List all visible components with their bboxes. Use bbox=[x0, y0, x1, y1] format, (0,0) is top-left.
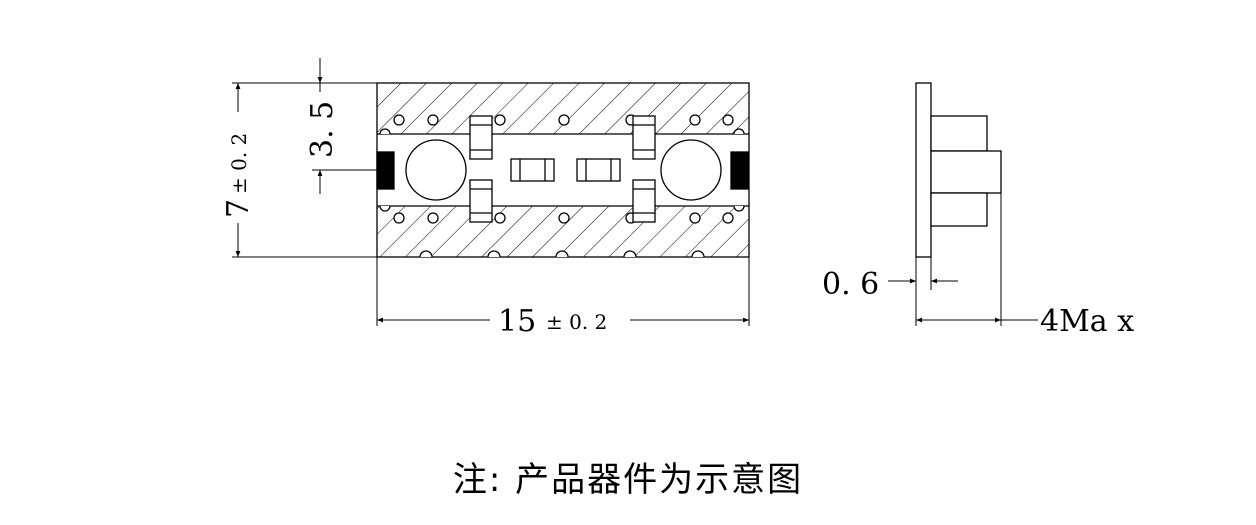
left-led-circle bbox=[405, 139, 467, 201]
width-total-value: 15 bbox=[498, 304, 536, 339]
right-vertical-components bbox=[632, 115, 656, 223]
height-total-value: 7 bbox=[221, 199, 256, 218]
right-led-circle bbox=[660, 139, 722, 201]
plate-thickness-value: 0. 6 bbox=[822, 267, 879, 302]
top-hatched-band bbox=[377, 83, 749, 134]
right-pad bbox=[730, 151, 749, 190]
inner-height-label: 3. 5 bbox=[305, 101, 340, 158]
top-holes bbox=[393, 114, 734, 126]
left-vertical-components bbox=[469, 115, 493, 223]
horizontal-resistors bbox=[510, 158, 621, 182]
side-component-bottom bbox=[930, 192, 988, 227]
side-component-top bbox=[930, 115, 988, 152]
left-pad bbox=[376, 151, 395, 190]
height-total-label: 7 ± 0. 2 bbox=[221, 133, 256, 218]
width-total-tolerance: ± 0. 2 bbox=[546, 310, 607, 334]
side-board bbox=[915, 82, 932, 258]
side-view bbox=[915, 82, 1002, 258]
side-dimensions bbox=[888, 193, 1038, 326]
bottom-edge-notches bbox=[419, 250, 705, 258]
max-thickness-value: 4Ma x bbox=[1040, 304, 1134, 339]
band-edge-notches bbox=[379, 128, 745, 212]
inner-height-value: 3. 5 bbox=[305, 101, 340, 158]
note-caption: 注: 产品器件为示意图 bbox=[452, 460, 804, 500]
front-view bbox=[376, 82, 750, 258]
front-dimensions bbox=[232, 58, 750, 326]
height-total-tolerance: ± 0. 2 bbox=[227, 133, 251, 194]
side-component-middle bbox=[930, 150, 1002, 194]
